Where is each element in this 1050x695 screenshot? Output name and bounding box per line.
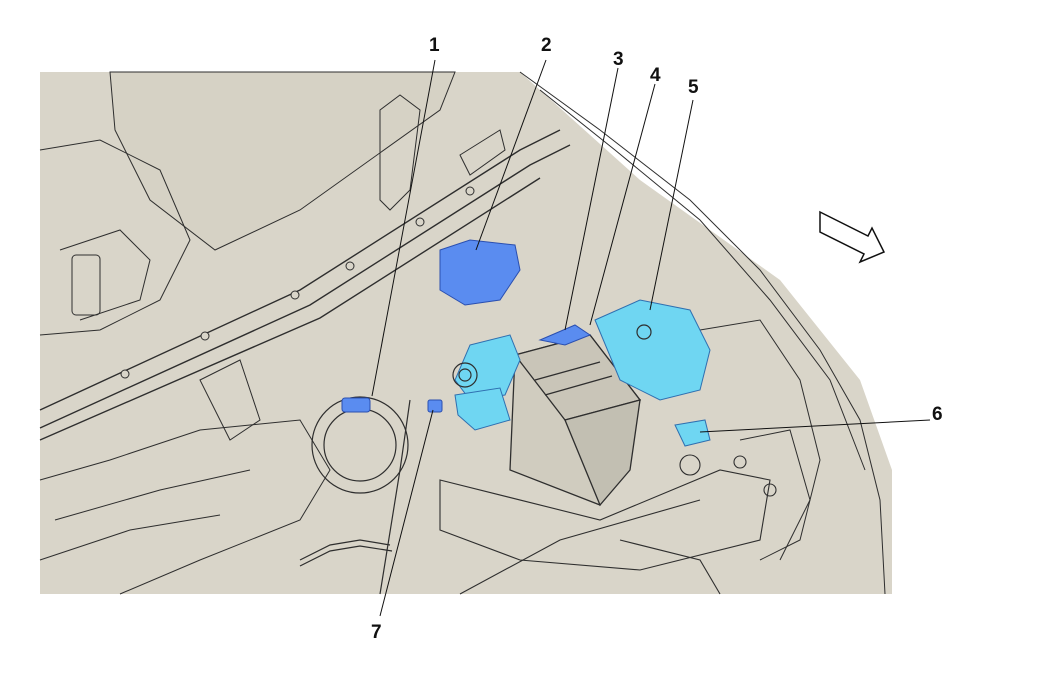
callout-6: 6: [932, 404, 943, 425]
cables: [299, 399, 411, 595]
beam-bolts: [120, 186, 475, 379]
left-structure: [39, 94, 506, 595]
highlighted-blue-parts: [341, 239, 592, 413]
callout-4: 4: [650, 65, 661, 86]
callout-7: 7: [371, 622, 382, 643]
reservoir-cap: [452, 324, 652, 388]
right-structure: [519, 71, 886, 595]
callout-2: 2: [541, 35, 552, 56]
callout-5: 5: [688, 77, 699, 98]
front-frame: [439, 454, 777, 595]
forward-direction-arrow-icon: [819, 210, 886, 264]
callout-1: 1: [429, 35, 440, 56]
upper-cross-beam: [39, 129, 571, 441]
highlighted-cyan-reservoir: [454, 299, 711, 447]
callout-3: 3: [613, 49, 624, 70]
callout-leader-lines: [371, 59, 931, 617]
battery: [509, 334, 642, 507]
hood-underside: [109, 71, 456, 251]
